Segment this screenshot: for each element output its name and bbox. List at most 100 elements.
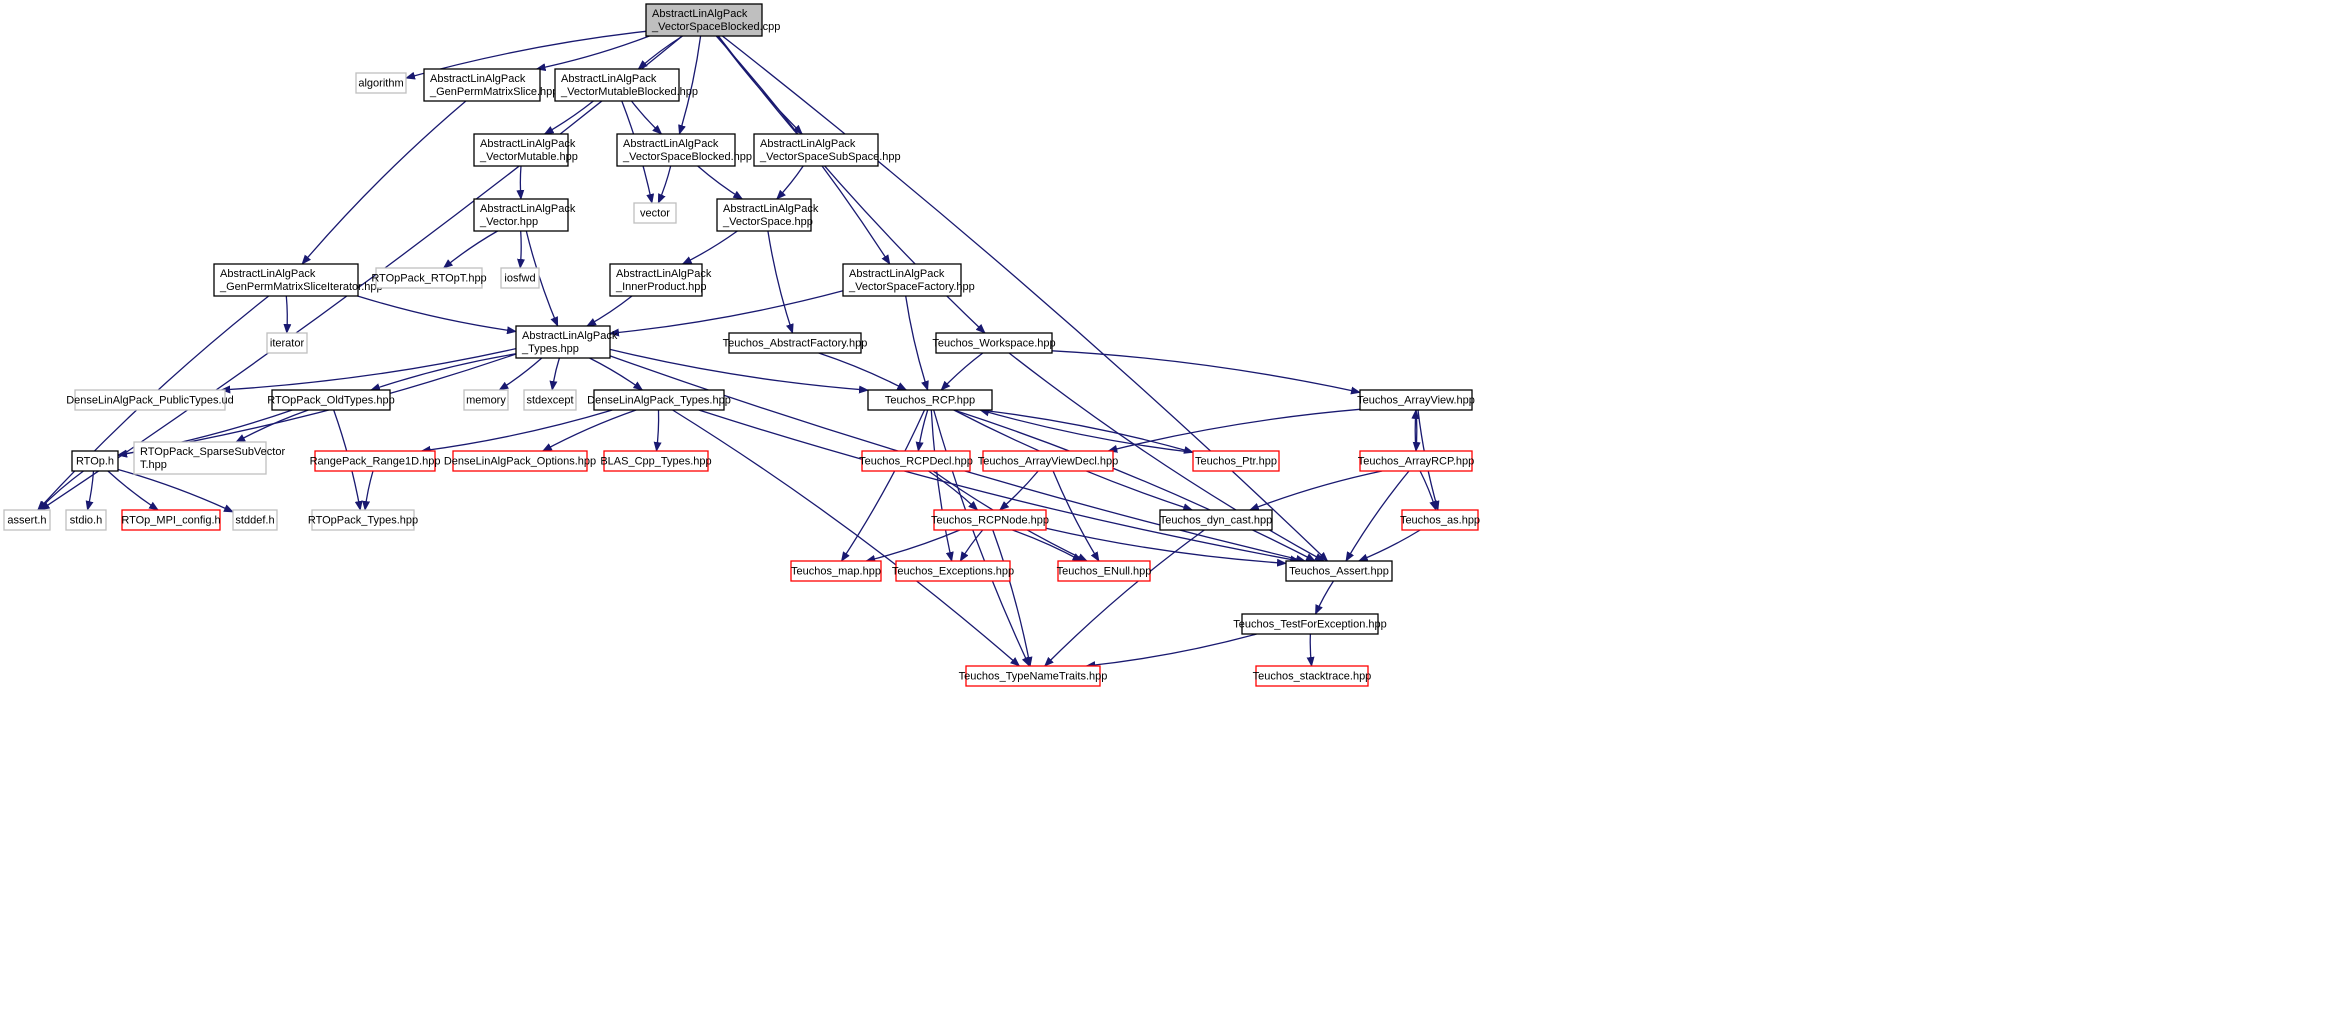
node-box-types [515, 325, 611, 359]
node-blas[interactable]: BLAS_Cpp_Types.hpp [600, 450, 712, 472]
edge-vec-to-rtopt [442, 230, 498, 269]
node-box-mpiconfig [121, 509, 221, 531]
node-enull[interactable]: Teuchos_ENull.hpp [1057, 560, 1152, 582]
node-label-rcpdecl: Teuchos_RCPDecl.hpp [859, 456, 973, 468]
node-box-root [645, 3, 763, 37]
edge-ip-to-types [586, 295, 633, 327]
node-label-iterator: iterator [270, 338, 305, 350]
node-label-vs-line-1: _VectorSpace.hpp [722, 216, 813, 228]
node-range1d[interactable]: RangePack_Range1D.hpp [310, 450, 441, 472]
node-avdecl[interactable]: Teuchos_ArrayViewDecl.hpp [978, 450, 1118, 472]
edge-vm-to-vec [516, 165, 525, 200]
edge-arrayrcp-to-arrayview [1411, 409, 1420, 452]
edge-types-to-dltypes [589, 357, 644, 391]
node-rtopt: RTOpPack_RTOpT.hpp [371, 267, 487, 289]
node-stacktrace[interactable]: Teuchos_stacktrace.hpp [1253, 665, 1372, 687]
edge-workspace-to-arrayview [1051, 350, 1361, 395]
node-workspace[interactable]: Teuchos_Workspace.hpp [932, 332, 1056, 354]
node-rcpdecl[interactable]: Teuchos_RCPDecl.hpp [859, 450, 973, 472]
node-vsf[interactable]: AbstractLinAlgPack_VectorSpaceFactory.hp… [842, 263, 975, 297]
edge-types-to-oldtypes [370, 353, 517, 391]
node-vec[interactable]: AbstractLinAlgPack_Vector.hpp [473, 198, 576, 232]
node-label-sparse-line-1: T.hpp [140, 459, 167, 471]
node-ip[interactable]: AbstractLinAlgPack_InnerProduct.hpp [609, 263, 712, 297]
edge-gpmsi-to-types [357, 295, 517, 335]
node-label-vec-line-0: AbstractLinAlgPack [480, 203, 576, 215]
node-as[interactable]: Teuchos_as.hpp [1400, 509, 1480, 531]
node-label-gpms-line-1: _GenPermMatrixSlice.hpp [429, 86, 558, 98]
node-absfac[interactable]: Teuchos_AbstractFactory.hpp [723, 332, 868, 354]
node-box-map [790, 560, 882, 582]
node-types[interactable]: AbstractLinAlgPack_Types.hpp [515, 325, 618, 359]
node-arrayrcp[interactable]: Teuchos_ArrayRCP.hpp [1358, 450, 1475, 472]
node-rtoph[interactable]: RTOp.h [71, 450, 119, 472]
node-box-range1d [314, 450, 436, 472]
edge-vsf-to-types [609, 290, 844, 337]
node-map[interactable]: Teuchos_map.hpp [790, 560, 882, 582]
node-label-dlopts: DenseLinAlgPack_Options.hpp [444, 456, 596, 468]
node-box-gpmsi [213, 263, 359, 297]
edge-types-to-memory [498, 357, 543, 391]
node-gpms[interactable]: AbstractLinAlgPack_GenPermMatrixSlice.hp… [423, 68, 558, 102]
edge-rcpdecl-to-rcpnode [928, 470, 979, 511]
node-label-oldtypes: RTOpPack_OldTypes.hpp [267, 395, 394, 407]
edge-types-to-dlpub [220, 347, 517, 394]
edge-vmb-to-vsb [630, 100, 663, 135]
node-tassert[interactable]: Teuchos_Assert.hpp [1285, 560, 1393, 582]
node-tnt[interactable]: Teuchos_TypeNameTraits.hpp [959, 665, 1108, 687]
node-label-vm-line-1: _VectorMutable.hpp [479, 151, 578, 163]
edge-workspace-to-rcp [940, 352, 984, 391]
node-label-sparse-line-0: RTOpPack_SparseSubVector [140, 446, 285, 458]
node-label-types-line-0: AbstractLinAlgPack [522, 330, 618, 342]
node-vm[interactable]: AbstractLinAlgPack_VectorMutable.hpp [473, 133, 578, 167]
node-root[interactable]: AbstractLinAlgPack_VectorSpaceBlocked.cp… [645, 3, 780, 37]
node-label-ip-line-0: AbstractLinAlgPack [616, 268, 712, 280]
node-box-algorithm [355, 72, 407, 94]
node-mpiconfig[interactable]: RTOp_MPI_config.h [121, 509, 221, 531]
edge-vsb-to-vs [697, 165, 744, 200]
node-dlopts[interactable]: DenseLinAlgPack_Options.hpp [444, 450, 596, 472]
edge-rtoph-to-stdio [85, 470, 95, 511]
node-vs[interactable]: AbstractLinAlgPack_VectorSpace.hpp [716, 198, 819, 232]
node-ptr[interactable]: Teuchos_Ptr.hpp [1192, 450, 1280, 472]
node-label-vss-line-0: AbstractLinAlgPack [760, 138, 856, 150]
edge-rcp-to-map [840, 409, 926, 562]
edge-vs-to-absfac [767, 230, 794, 334]
node-vmb[interactable]: AbstractLinAlgPack_VectorMutableBlocked.… [554, 68, 698, 102]
node-label-range1d: RangePack_Range1D.hpp [310, 456, 441, 468]
node-box-iterator [266, 332, 308, 354]
node-oldtypes[interactable]: RTOpPack_OldTypes.hpp [267, 389, 395, 411]
node-dltypes[interactable]: DenseLinAlgPack_Types.hpp [587, 389, 731, 411]
node-box-stdio [65, 509, 107, 531]
node-label-dltypes: DenseLinAlgPack_Types.hpp [587, 395, 731, 407]
node-label-map: Teuchos_map.hpp [791, 566, 881, 578]
node-box-gpms [423, 68, 541, 102]
node-rcp[interactable]: Teuchos_RCP.hpp [867, 389, 993, 411]
edge-rtoph-to-stddef [117, 468, 234, 513]
node-dyncast[interactable]: Teuchos_dyn_cast.hpp [1159, 509, 1273, 531]
node-label-absfac: Teuchos_AbstractFactory.hpp [723, 338, 868, 350]
node-label-rtoph: RTOp.h [76, 456, 114, 468]
node-box-blas [603, 450, 709, 472]
node-box-vector [633, 202, 677, 224]
node-rcpnode[interactable]: Teuchos_RCPNode.hpp [931, 509, 1049, 531]
node-box-tnt [965, 665, 1101, 687]
edge-rtoph-to-assert [37, 470, 84, 511]
edge-rcp-to-tnt [933, 409, 1030, 667]
node-box-rtoptypes [311, 509, 415, 531]
node-rtoptypes: RTOpPack_Types.hpp [308, 509, 418, 531]
node-arrayview[interactable]: Teuchos_ArrayView.hpp [1357, 389, 1475, 411]
node-box-tassert [1285, 560, 1393, 582]
node-box-rcp [867, 389, 993, 411]
node-label-vmb-line-0: AbstractLinAlgPack [561, 73, 657, 85]
node-gpmsi[interactable]: AbstractLinAlgPack_GenPermMatrixSliceIte… [213, 263, 383, 297]
node-vsb[interactable]: AbstractLinAlgPack_VectorSpaceBlocked.hp… [616, 133, 752, 167]
node-vss[interactable]: AbstractLinAlgPack_VectorSpaceSubSpace.h… [753, 133, 901, 167]
edge-root-to-vmb [637, 35, 683, 70]
node-label-dlpub: DenseLinAlgPack_PublicTypes.ud [66, 395, 234, 407]
edge-vmb-to-vm [543, 100, 594, 135]
node-exceptions[interactable]: Teuchos_Exceptions.hpp [892, 560, 1014, 582]
node-tfe[interactable]: Teuchos_TestForException.hpp [1233, 613, 1387, 635]
node-box-vss [753, 133, 879, 167]
